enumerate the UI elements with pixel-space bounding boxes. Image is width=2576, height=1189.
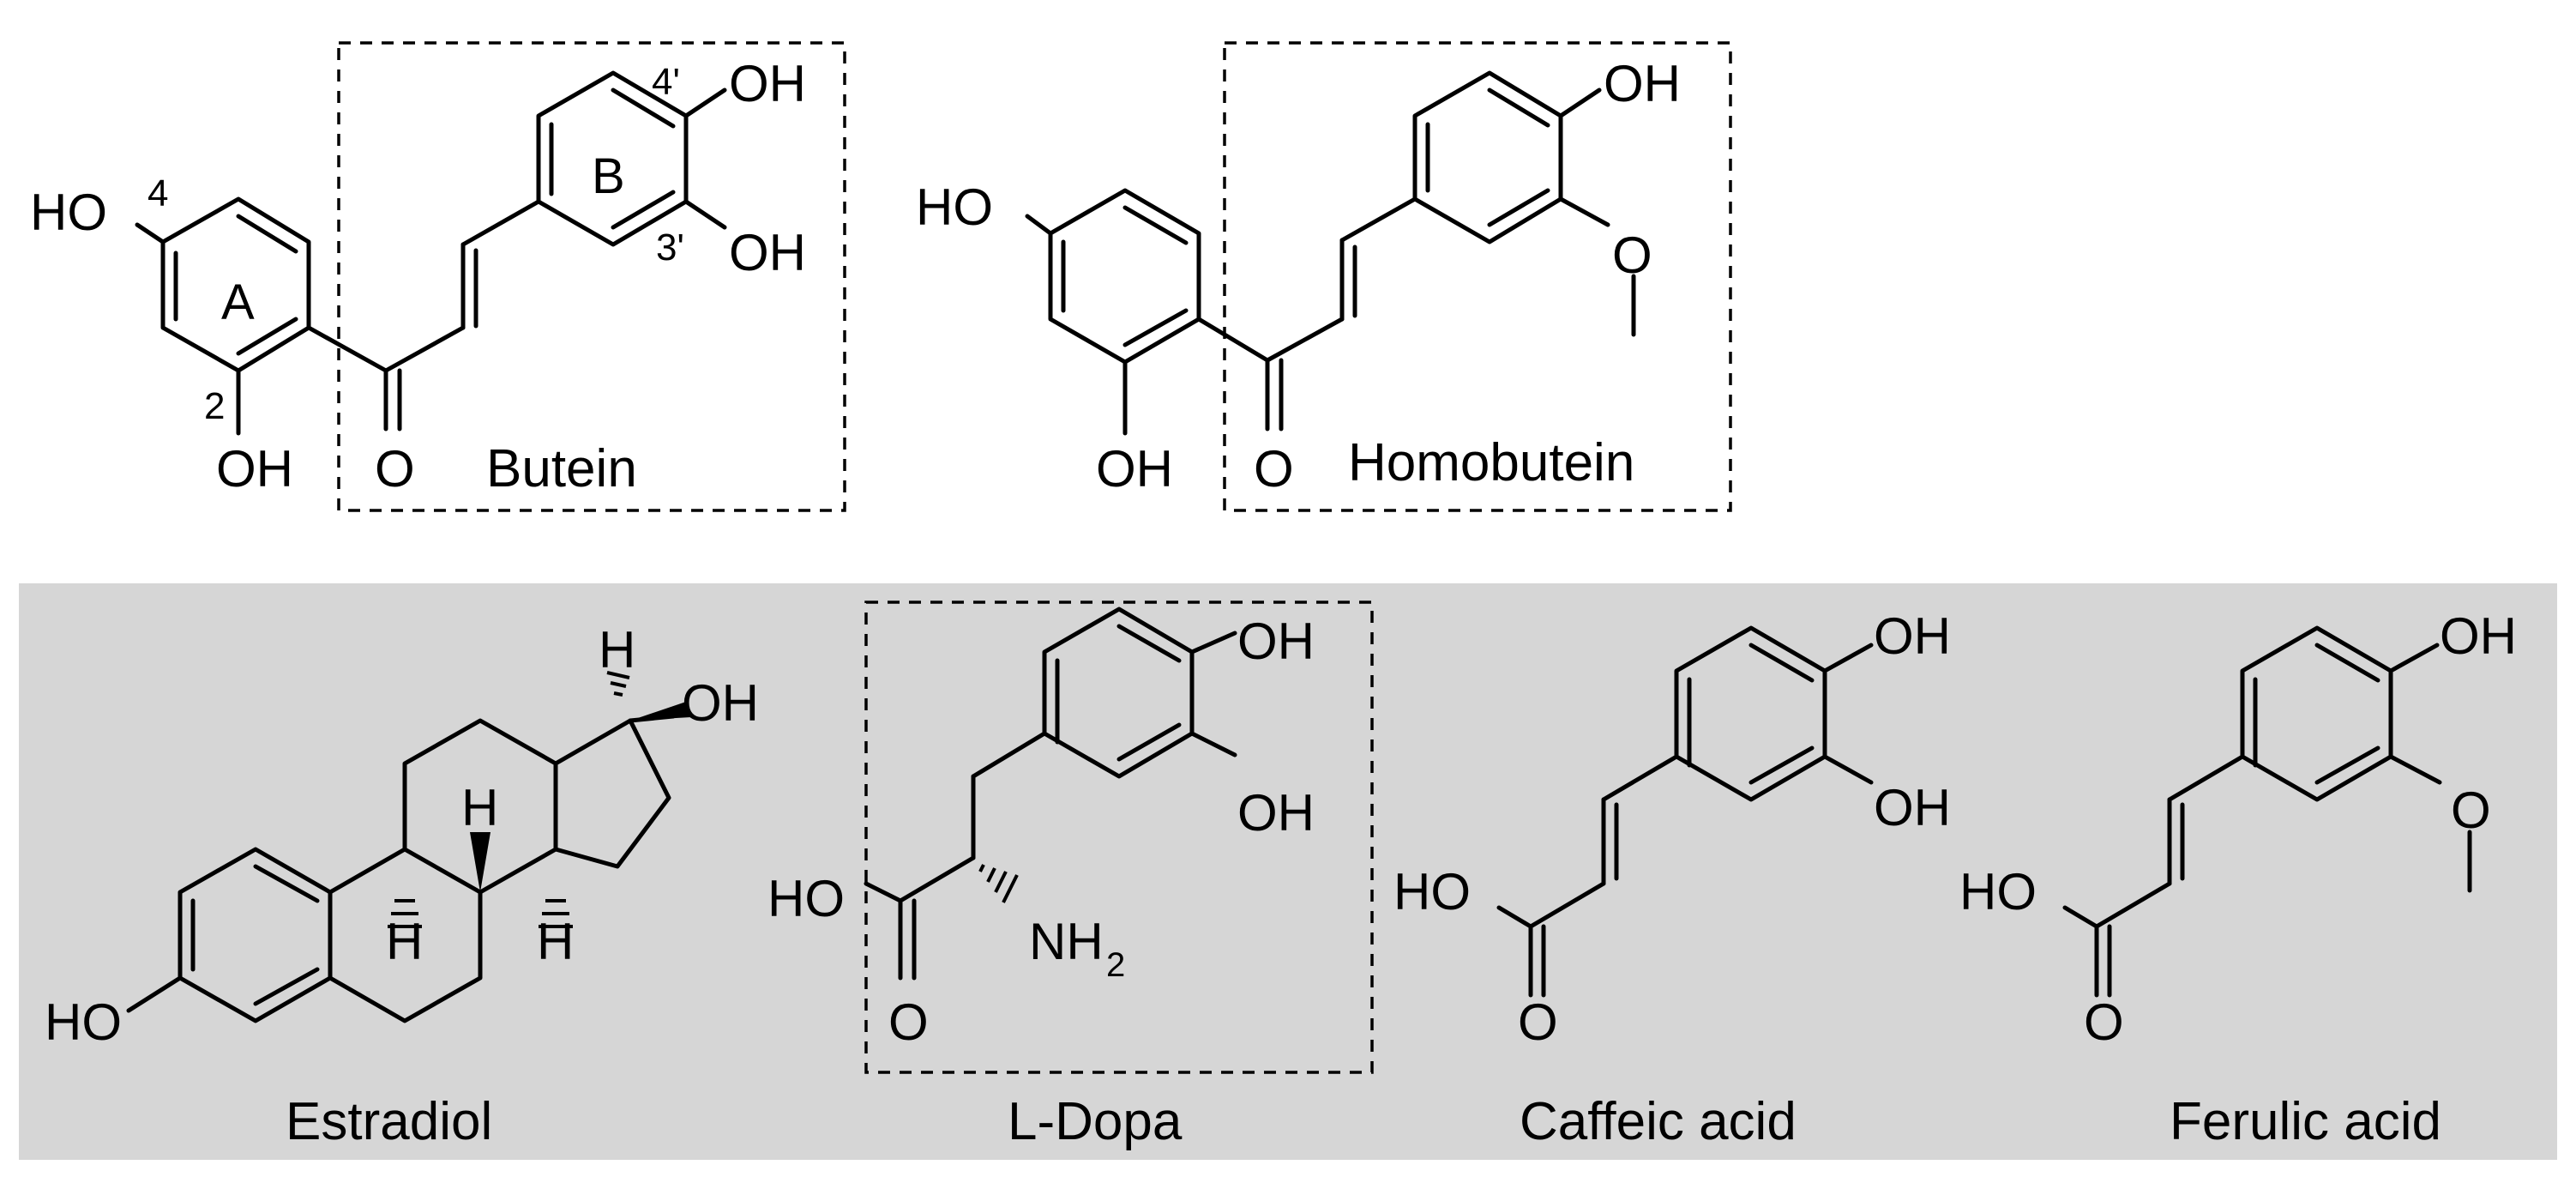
butein-oh-4: HO bbox=[30, 184, 107, 241]
homobutein-oh-2: OH bbox=[1096, 440, 1173, 498]
caffeic-oh-4: OH bbox=[1874, 607, 1951, 665]
ldopa-carbonyl-o: O bbox=[888, 993, 929, 1051]
caffeic-carbonyl-o: O bbox=[1518, 993, 1558, 1051]
homobutein-methoxy-o: O bbox=[1612, 226, 1652, 284]
caffeic-structure: OH OH HO O Caffeic acid bbox=[1393, 607, 1951, 1151]
estradiol-c17-wedge bbox=[630, 702, 691, 721]
estradiol-oh-17: OH bbox=[682, 674, 759, 732]
ldopa-oh-4: OH bbox=[1237, 613, 1315, 670]
butein-oh-2: OH bbox=[216, 440, 293, 498]
homobutein-dashed-box bbox=[1223, 41, 1732, 512]
caffeic-acid-ho: HO bbox=[1393, 863, 1471, 920]
butein-name: Butein bbox=[486, 439, 637, 498]
butein-oh-4prime: OH bbox=[729, 55, 806, 112]
ferulic-acid-ho: HO bbox=[1959, 863, 2037, 920]
ldopa-dashed-box bbox=[864, 601, 1374, 1074]
butein-position-3prime: 3' bbox=[656, 226, 684, 269]
estradiol-name: Estradiol bbox=[286, 1092, 492, 1151]
ldopa-oh-3: OH bbox=[1237, 784, 1315, 842]
homobutein-bonds bbox=[1025, 70, 1636, 436]
homobutein-name: Homobutein bbox=[1348, 433, 1634, 492]
homobutein-oh-4prime: OH bbox=[1604, 55, 1681, 112]
butein-oh-3prime: OH bbox=[729, 224, 806, 281]
caffeic-name: Caffeic acid bbox=[1520, 1092, 1797, 1151]
ldopa-name: L-Dopa bbox=[1008, 1092, 1183, 1151]
butein-ring-b-label: B bbox=[592, 148, 625, 204]
estradiol-hashed-bonds bbox=[388, 671, 630, 928]
ldopa-amine: NH bbox=[1029, 913, 1104, 970]
butein-position-4: 4 bbox=[147, 172, 168, 214]
estradiol-h-14: H bbox=[537, 913, 574, 970]
estradiol-h-17: H bbox=[599, 621, 635, 679]
homobutein-structure: HO OH O OH O Homobutein bbox=[916, 41, 1732, 512]
ferulic-methoxy-o: O bbox=[2451, 782, 2491, 839]
butein-bonds bbox=[135, 70, 727, 436]
homobutein-carbonyl-o: O bbox=[1254, 440, 1294, 498]
butein-position-4prime: 4' bbox=[652, 61, 680, 103]
caffeic-oh-3: OH bbox=[1874, 779, 1951, 836]
butein-dashed-box bbox=[337, 41, 846, 512]
ferulic-bonds bbox=[2062, 625, 2472, 998]
ldopa-structure: OH OH HO O NH 2 L-Dopa bbox=[767, 601, 1374, 1151]
butein-structure: HO 4 2 OH A B O OH OH 4' 3' Butein bbox=[30, 41, 846, 512]
ldopa-hashed-bond bbox=[978, 864, 1019, 903]
ldopa-bonds bbox=[864, 607, 1237, 981]
estradiol-structure: H OH H H H HO Estradiol bbox=[45, 621, 759, 1151]
caffeic-bonds bbox=[1496, 625, 1874, 998]
butein-carbonyl-o: O bbox=[375, 440, 415, 498]
ferulic-structure: OH O HO O Ferulic acid bbox=[1959, 607, 2517, 1151]
ldopa-acid-ho: HO bbox=[767, 870, 845, 927]
estradiol-c8-wedge bbox=[470, 832, 491, 892]
ferulic-name: Ferulic acid bbox=[2170, 1092, 2441, 1151]
ldopa-amine-subscript: 2 bbox=[1106, 946, 1125, 984]
estradiol-h-9: H bbox=[386, 913, 423, 970]
butein-ring-a-label: A bbox=[221, 275, 255, 330]
butein-position-2: 2 bbox=[204, 385, 225, 427]
ferulic-carbonyl-o: O bbox=[2084, 993, 2124, 1051]
ferulic-oh-4: OH bbox=[2440, 607, 2517, 665]
estradiol-oh-3: HO bbox=[45, 993, 122, 1051]
homobutein-oh-4: HO bbox=[916, 178, 993, 236]
estradiol-h-8: H bbox=[461, 779, 498, 836]
